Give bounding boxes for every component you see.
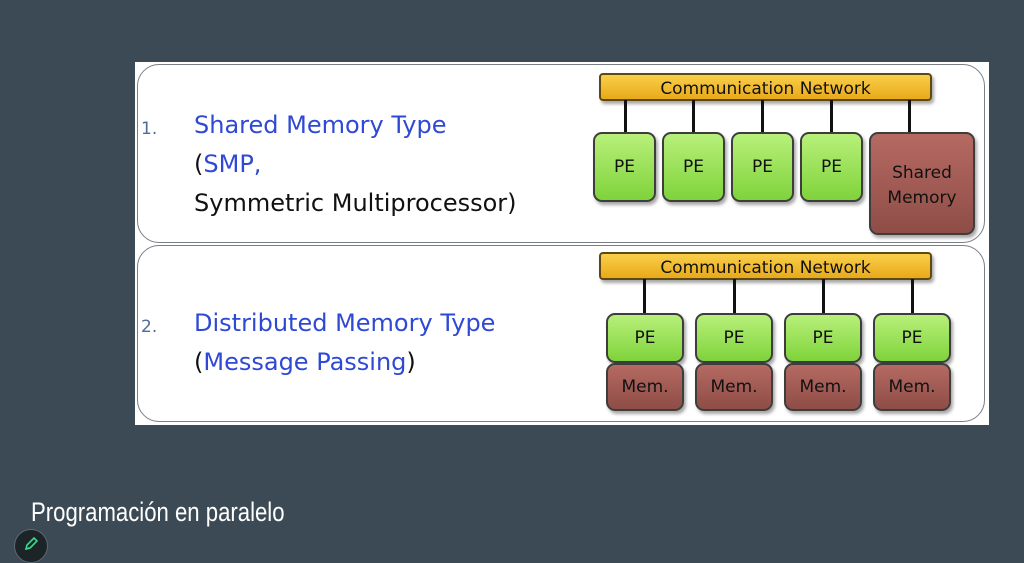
paren-open: (	[194, 150, 204, 178]
processing-element: PE	[662, 132, 725, 202]
connector-line	[643, 279, 646, 313]
processing-element: PE	[606, 313, 684, 363]
message-passing-label: Message Passing	[203, 348, 407, 376]
pen-icon	[24, 536, 39, 551]
shared-memory-panel: 1. Shared Memory Type (SMP, Symmetric Mu…	[137, 64, 985, 243]
paren-open: (	[194, 348, 204, 376]
local-memory-block: Mem.	[784, 363, 862, 411]
connector-line	[733, 279, 736, 313]
processing-element: PE	[695, 313, 773, 363]
item-number-1: 1.	[141, 119, 158, 139]
connector-line	[761, 100, 764, 132]
slide-caption: Programación en paralelo	[31, 497, 285, 527]
smp-subtitle: Symmetric Multiprocessor)	[194, 189, 517, 217]
smp-abbr: SMP,	[203, 150, 262, 178]
local-memory-block: Mem.	[695, 363, 773, 411]
connector-line	[911, 279, 914, 313]
message-passing-line: (Message Passing)	[194, 348, 416, 376]
paren-close: )	[406, 348, 416, 376]
connector-line	[822, 279, 825, 313]
shared-memory-label-1: Shared	[892, 163, 952, 183]
smp-line: (SMP,	[194, 150, 261, 178]
processing-element: PE	[731, 132, 794, 202]
processing-element: PE	[784, 313, 862, 363]
connector-line	[830, 100, 833, 132]
shared-memory-title: Shared Memory Type	[194, 111, 447, 139]
shared-memory-block: Shared Memory	[869, 132, 975, 235]
processing-element: PE	[593, 132, 656, 202]
connector-line	[692, 100, 695, 132]
connector-line	[624, 100, 627, 132]
annotate-button[interactable]	[14, 529, 48, 563]
item-number-2: 2.	[141, 317, 158, 337]
processing-element: PE	[800, 132, 863, 202]
slide-image: 1. Shared Memory Type (SMP, Symmetric Mu…	[135, 62, 989, 425]
local-memory-block: Mem.	[873, 363, 951, 411]
connector-line	[908, 100, 911, 132]
local-memory-block: Mem.	[606, 363, 684, 411]
distributed-memory-title: Distributed Memory Type	[194, 309, 496, 337]
communication-network-bar: Communication Network	[599, 252, 932, 280]
processing-element: PE	[873, 313, 951, 363]
communication-network-bar: Communication Network	[599, 73, 932, 101]
distributed-memory-panel: 2. Distributed Memory Type (Message Pass…	[137, 245, 985, 422]
shared-memory-label-2: Memory	[887, 188, 957, 208]
